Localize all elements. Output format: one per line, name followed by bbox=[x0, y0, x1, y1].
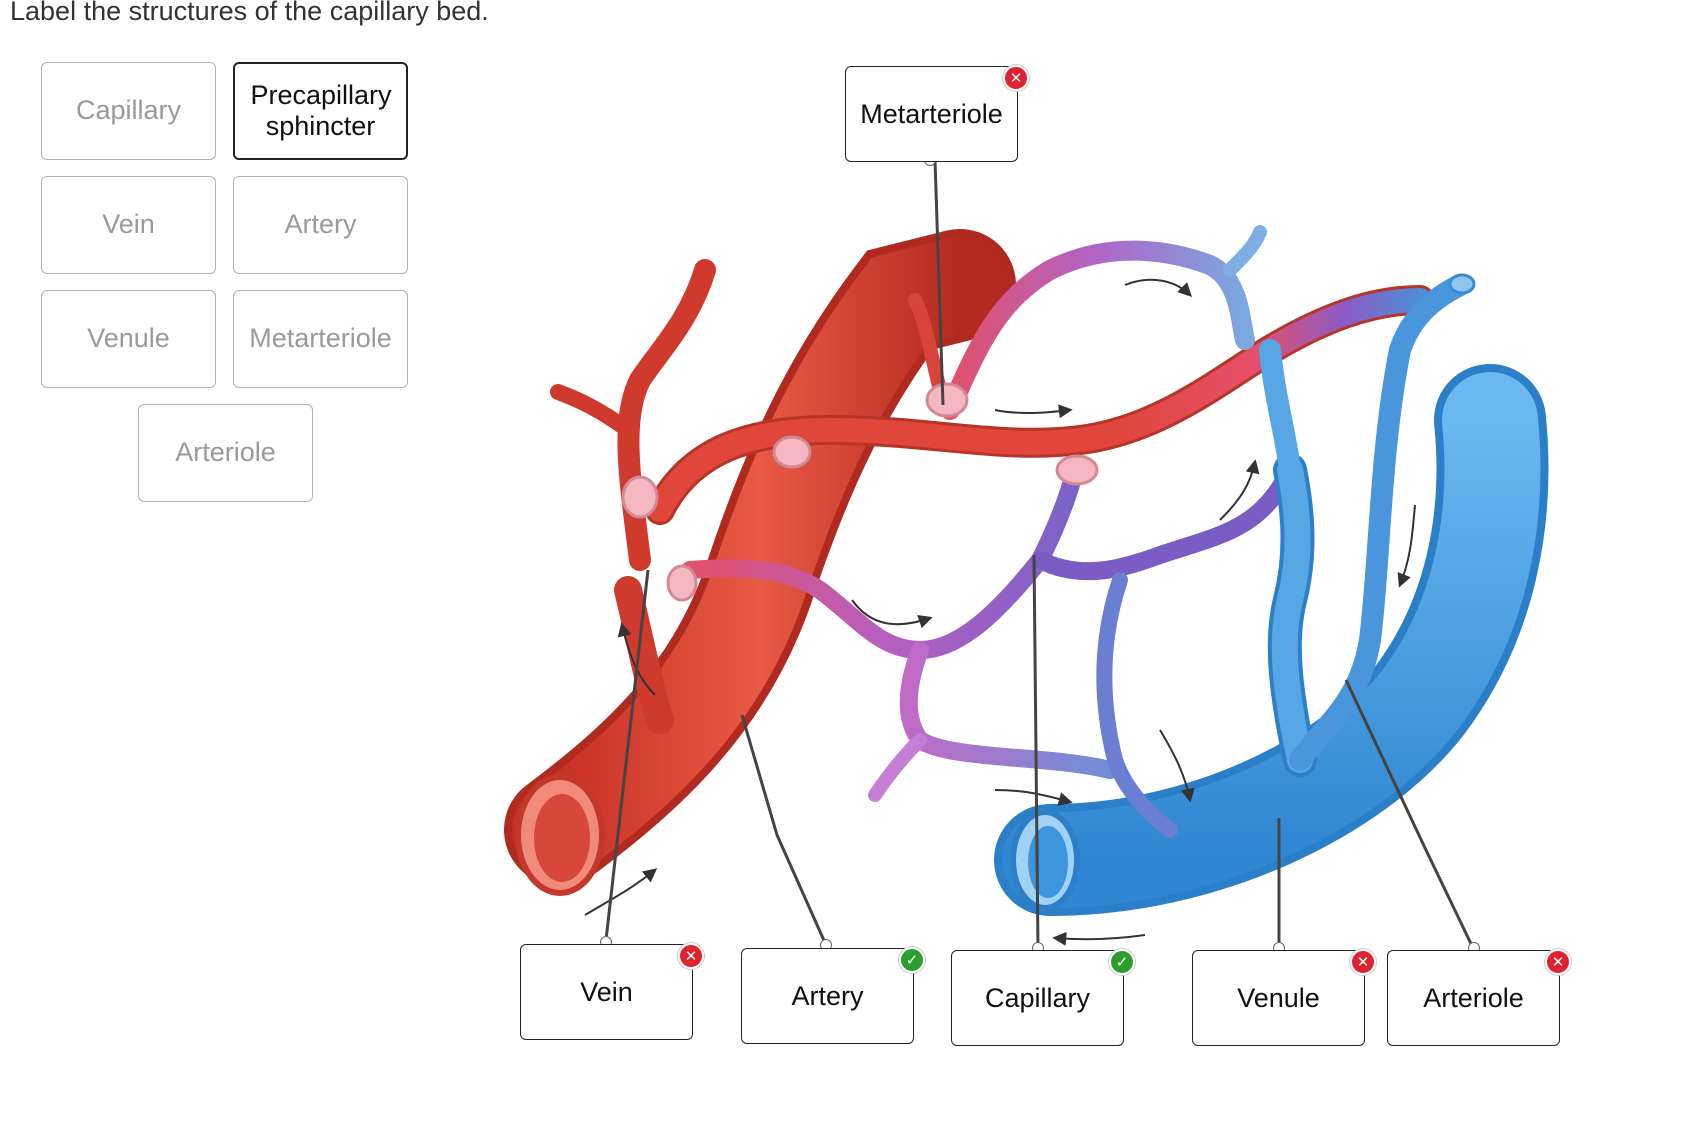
x-circle-icon: ✕ bbox=[678, 943, 704, 969]
target-vein[interactable]: Vein ✕ bbox=[520, 943, 704, 1040]
bank-tile-label: Capillary bbox=[75, 95, 182, 126]
bank-tile-label: Venule bbox=[87, 323, 170, 354]
bank-tile-label: Metarteriole bbox=[249, 323, 392, 354]
check-circle-icon: ✓ bbox=[1109, 949, 1135, 975]
bank-tile-label: Vein bbox=[102, 209, 155, 240]
x-circle-icon: ✕ bbox=[1350, 949, 1376, 975]
flow-arrows bbox=[584, 278, 1416, 946]
target-metarteriole[interactable]: Metarteriole ✕ bbox=[845, 65, 1029, 162]
bank-tile-precapillary-sphincter[interactable]: Precapillary sphincter bbox=[233, 62, 408, 160]
target-label: Venule bbox=[1237, 982, 1320, 1013]
bank-tile-metarteriole[interactable]: Metarteriole bbox=[233, 290, 408, 388]
target-arteriole[interactable]: Arteriole ✕ bbox=[1387, 949, 1571, 1046]
target-label: Artery bbox=[791, 980, 864, 1011]
x-circle-icon: ✕ bbox=[1545, 949, 1571, 975]
check-circle-icon: ✓ bbox=[899, 947, 925, 973]
target-label: Arteriole bbox=[1423, 982, 1524, 1013]
instruction: Label the structures of the capillary be… bbox=[10, 0, 489, 26]
bank-tile-artery[interactable]: Artery bbox=[233, 176, 408, 274]
target-capillary[interactable]: Capillary ✓ bbox=[951, 949, 1135, 1046]
target-label: Metarteriole bbox=[860, 98, 1003, 129]
target-venule[interactable]: Venule ✕ bbox=[1192, 949, 1376, 1046]
thoroughfare-channel bbox=[645, 285, 1435, 525]
bank-tile-venule[interactable]: Venule bbox=[41, 290, 216, 388]
lower-capillary-network bbox=[681, 461, 1299, 838]
bank-tile-vein[interactable]: Vein bbox=[41, 176, 216, 274]
target-artery[interactable]: Artery ✓ bbox=[741, 947, 925, 1044]
bank-tile-capillary[interactable]: Capillary bbox=[41, 62, 216, 160]
target-label: Capillary bbox=[984, 982, 1091, 1013]
bank-tile-label: Precapillary sphincter bbox=[250, 79, 392, 141]
vein-vessel bbox=[994, 364, 1549, 916]
x-circle-icon: ✕ bbox=[1003, 65, 1029, 91]
bank-tile-arteriole[interactable]: Arteriole bbox=[138, 404, 313, 502]
target-label: Vein bbox=[580, 976, 633, 1007]
venule-vessel bbox=[1259, 273, 1476, 777]
upper-capillary bbox=[908, 225, 1267, 420]
artery-vessel bbox=[504, 229, 1016, 896]
precapillary-sphincters bbox=[621, 382, 1099, 602]
bank-tile-label: Arteriole bbox=[175, 437, 276, 468]
bank-tile-label: Artery bbox=[284, 209, 357, 240]
